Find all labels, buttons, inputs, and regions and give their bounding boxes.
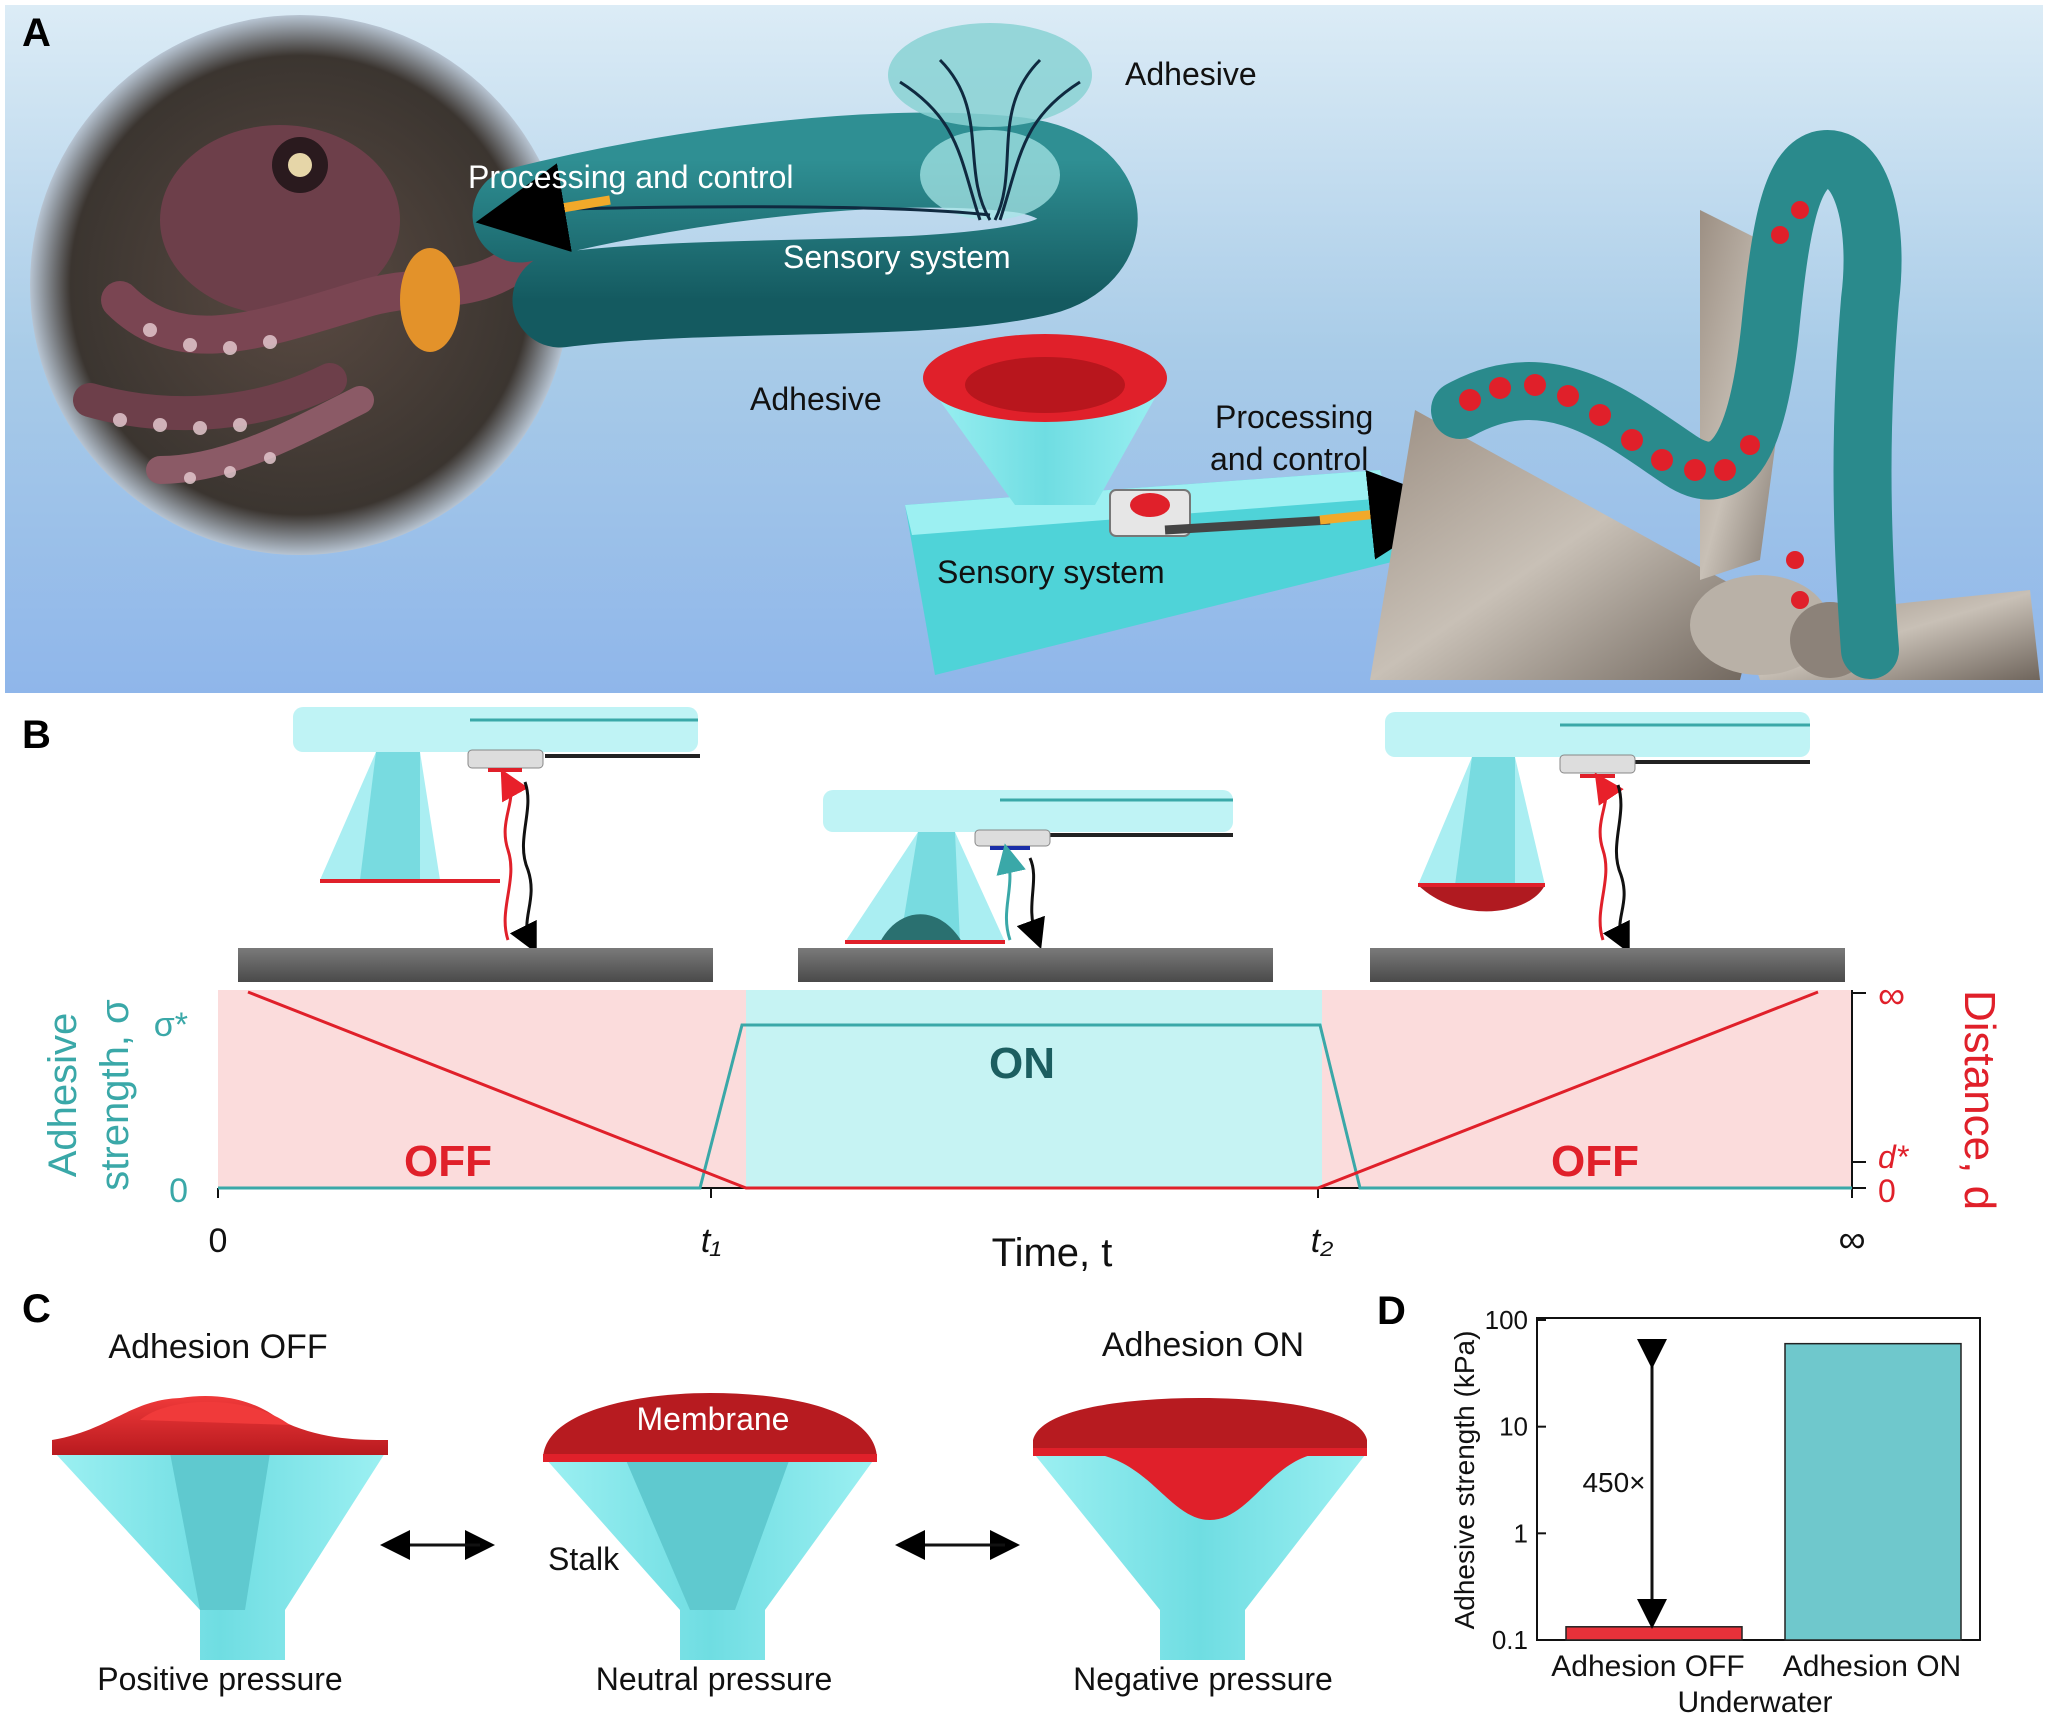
tentacle-suckers: [1459, 201, 1809, 609]
label-processing-top: Processing and control: [468, 159, 794, 195]
schematic-on-contact: [798, 790, 1273, 982]
signal-arrow-top: [475, 163, 611, 252]
label-sensory-top: Sensory system: [783, 239, 1011, 275]
caption-negative-pressure: Negative pressure: [1073, 1661, 1333, 1697]
label-adhesive-mid: Adhesive: [750, 381, 882, 417]
y-tick-label: 1: [1514, 1518, 1528, 1548]
caption-positive-pressure: Positive pressure: [97, 1661, 342, 1697]
adhesion-off-title: Adhesion OFF: [108, 1328, 327, 1366]
octopus-photo: [30, 15, 570, 555]
substrate-plate-1: [238, 948, 713, 982]
category-adhesion-on: Adhesion ON: [1783, 1650, 1961, 1683]
substrate-plate-3: [1370, 948, 1845, 982]
panel-b: B: [22, 707, 2004, 1275]
y-tick-label: 10: [1499, 1412, 1528, 1442]
stalk-negative-pressure: [1033, 1398, 1367, 1660]
left-tick-sigma-star: σ*: [154, 1006, 188, 1044]
panel-d: D 0.1 1 10 100 450× Adhesion OFF Adhesion O…: [1377, 1289, 1981, 1718]
stalk-positive-pressure: [52, 1396, 388, 1660]
panel-a-letter: A: [22, 11, 51, 55]
timing-chart: OFF ON OFF σ* 0 ∞ d* 0 0 t₁ t₂ ∞ Time, t…: [41, 975, 2004, 1275]
x-tick-t2: t₂: [1311, 1222, 1333, 1260]
right-axis-title: Distance, d: [1955, 990, 2004, 1210]
caption-neutral-pressure: Neutral pressure: [596, 1661, 833, 1697]
category-adhesion-off: Adhesion OFF: [1551, 1650, 1744, 1683]
label-processing-mid-2: and control: [1210, 441, 1368, 477]
y-tick-label: 0.1: [1492, 1625, 1528, 1655]
state-on: ON: [989, 1039, 1055, 1088]
bar-plot-y-ticks: 0.1 1 10 100: [1485, 1305, 1546, 1655]
panel-a: A Adhesive Processing and c: [5, 5, 2043, 693]
stalk-neutral-pressure: [543, 1393, 877, 1660]
left-axis-title-line-1: Adhesive: [41, 1013, 85, 1178]
distance-series: [247, 990, 1819, 1190]
label-sensory-mid: Sensory system: [937, 554, 1165, 590]
panel-c: C Adhesion OFF Adhesion ON Membrane Stal…: [22, 1287, 1367, 1697]
on-region: [746, 990, 1322, 1188]
right-tick-d-star: d*: [1878, 1139, 1910, 1175]
state-off-left: OFF: [404, 1137, 492, 1186]
stalk-label: Stalk: [548, 1541, 620, 1577]
y-tick-label: 100: [1485, 1305, 1528, 1335]
tentacle-tube-right: [1431, 130, 1902, 679]
x-tick-0: 0: [209, 1222, 228, 1260]
left-tick-zero: 0: [169, 1172, 188, 1210]
label-processing-mid-1: Processing: [1215, 399, 1373, 435]
off-region-right: [1322, 990, 1852, 1188]
fold-change-label: 450×: [1582, 1467, 1645, 1498]
x-tick-t1: t₁: [701, 1222, 721, 1260]
bar-adhesion-on: [1784, 1342, 1962, 1641]
bar-plot-bars: [1565, 1342, 1962, 1641]
tentacle-tube-top: [472, 112, 1138, 348]
x-tick-infinity: ∞: [1838, 1219, 1865, 1261]
group-label-underwater: Underwater: [1677, 1686, 1832, 1718]
adhesion-on-title: Adhesion ON: [1102, 1326, 1304, 1364]
left-axis-title-line-2: strength, σ: [93, 999, 137, 1191]
bar-plot-y-axis-title: Adhesive strength (kPa): [1449, 1331, 1480, 1630]
panel-d-letter: D: [1377, 1289, 1406, 1333]
schematic-off-release: [1370, 712, 1845, 982]
right-tick-infinity: ∞: [1878, 975, 1905, 1017]
x-axis-title: Time, t: [992, 1231, 1113, 1275]
nerve-line: [529, 205, 991, 217]
bar-plot-frame: [1536, 1317, 1981, 1641]
substrate-plate-2: [798, 948, 1273, 982]
panel-c-letter: C: [22, 1287, 51, 1331]
synthetic-adhesive-device: [905, 334, 1460, 675]
label-adhesive-top: Adhesive: [1125, 56, 1257, 92]
membrane-label: Membrane: [637, 1401, 790, 1437]
right-tick-zero: 0: [1878, 1173, 1896, 1209]
panel-b-letter: B: [22, 713, 51, 757]
schematic-off-approach: [238, 707, 713, 982]
adhesive-strength-series: [218, 1023, 1852, 1190]
off-region-left: [218, 990, 746, 1188]
state-off-right: OFF: [1551, 1137, 1639, 1186]
bar-adhesion-off: [1565, 1626, 1743, 1641]
suction-cup-top: [888, 23, 1092, 221]
